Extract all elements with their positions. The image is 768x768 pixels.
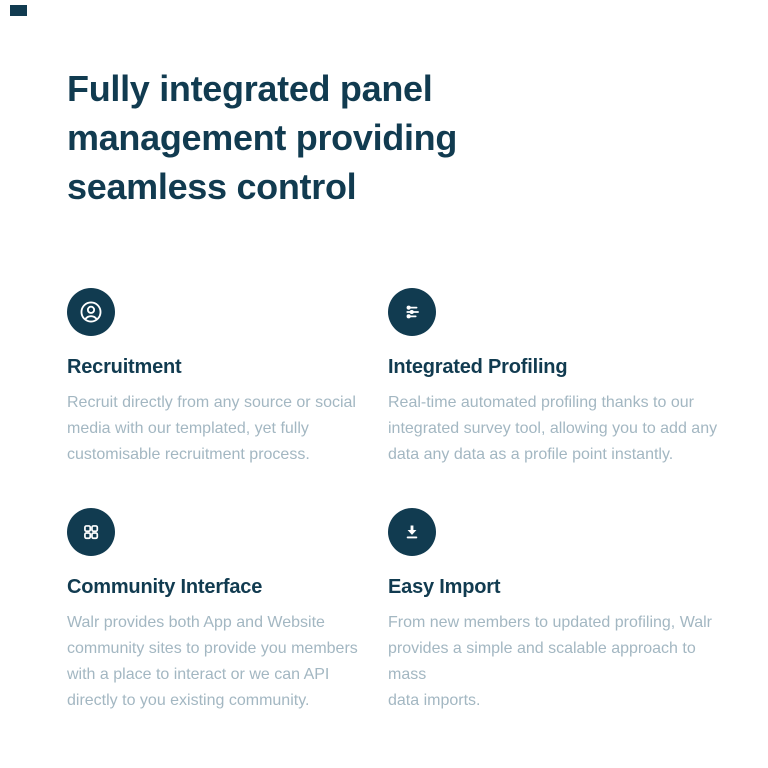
feature-description: Real-time automated profiling thanks to … xyxy=(388,394,718,463)
feature-title: Integrated Profiling xyxy=(388,356,568,378)
feature-card-easy-import: Easy Import From new members to updated … xyxy=(388,508,733,714)
corner-mark xyxy=(10,5,27,16)
feature-title: Community Interface xyxy=(67,576,263,598)
download-icon xyxy=(388,508,436,556)
feature-card-recruitment: Recruitment Recruit directly from any so… xyxy=(67,288,377,468)
feature-card-community-interface: Community Interface Walr provides both A… xyxy=(67,508,377,714)
sliders-icon xyxy=(388,288,436,336)
feature-title: Easy Import xyxy=(388,576,501,598)
user-circle-icon xyxy=(67,288,115,336)
feature-description: Walr provides both App and Website commu… xyxy=(67,614,358,709)
feature-title: Recruitment xyxy=(67,356,182,378)
feature-card-integrated-profiling: Integrated Profiling Real-time automated… xyxy=(388,288,733,468)
grid-icon xyxy=(67,508,115,556)
feature-description: From new members to updated profiling, W… xyxy=(388,614,712,709)
page-title: Fully integrated panel management provid… xyxy=(67,68,458,207)
feature-description: Recruit directly from any source or soci… xyxy=(67,394,356,463)
